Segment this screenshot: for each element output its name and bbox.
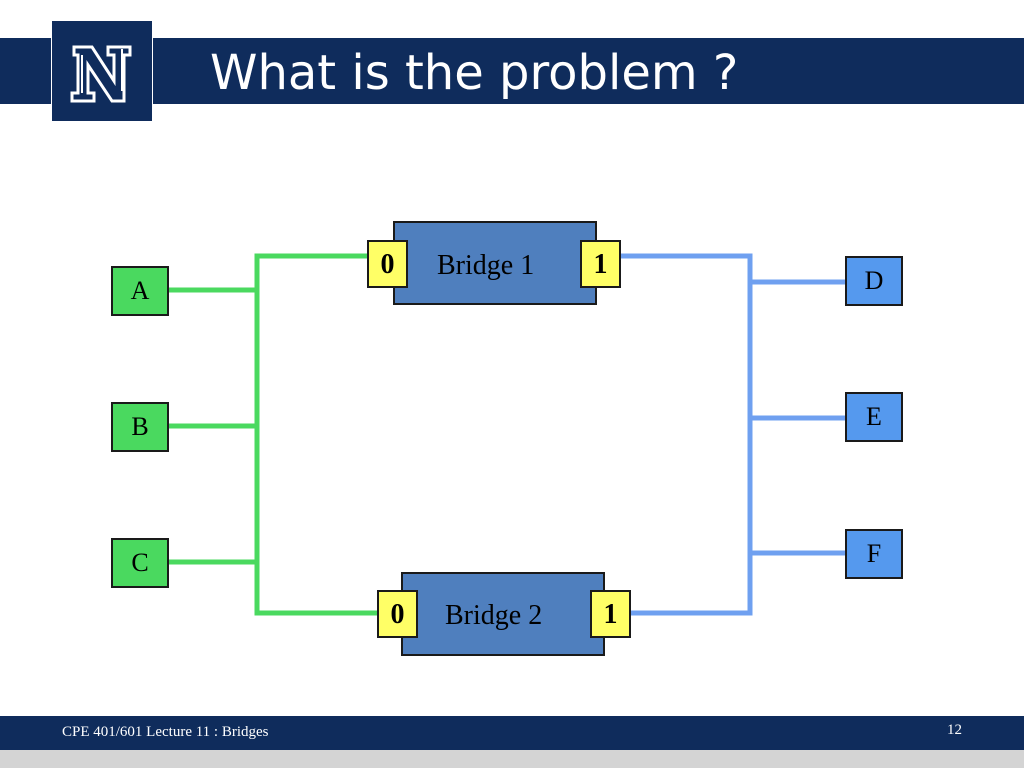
bridge-1 <box>393 221 597 305</box>
n-logo-icon <box>70 45 132 103</box>
network-diagram <box>168 253 845 616</box>
bridge-1-port-1: 1 <box>580 240 621 288</box>
footer-strip <box>0 750 1024 768</box>
page-number: 12 <box>947 722 962 738</box>
lan1-segment <box>254 253 377 616</box>
bridge-2-port-0: 0 <box>377 590 418 638</box>
footer-course-label: CPE 401/601 Lecture 11 : Bridges <box>62 724 269 740</box>
lan2-segment <box>621 253 753 616</box>
host-d: D <box>845 256 903 306</box>
bridge-1-label: Bridge 1 <box>437 250 535 281</box>
bridge-2-port-1: 1 <box>590 590 631 638</box>
bridge-1-port-0: 0 <box>367 240 408 288</box>
footer-bar <box>0 716 1024 750</box>
host-f: F <box>845 529 903 579</box>
slide-title: What is the problem ? <box>210 45 739 101</box>
host-a: A <box>111 266 169 316</box>
bridge-2 <box>401 572 605 656</box>
bridge-2-label: Bridge 2 <box>445 600 543 631</box>
host-e: E <box>845 392 903 442</box>
host-b: B <box>111 402 169 452</box>
host-c: C <box>111 538 169 588</box>
title-bar <box>0 38 1024 104</box>
university-logo <box>51 20 153 122</box>
